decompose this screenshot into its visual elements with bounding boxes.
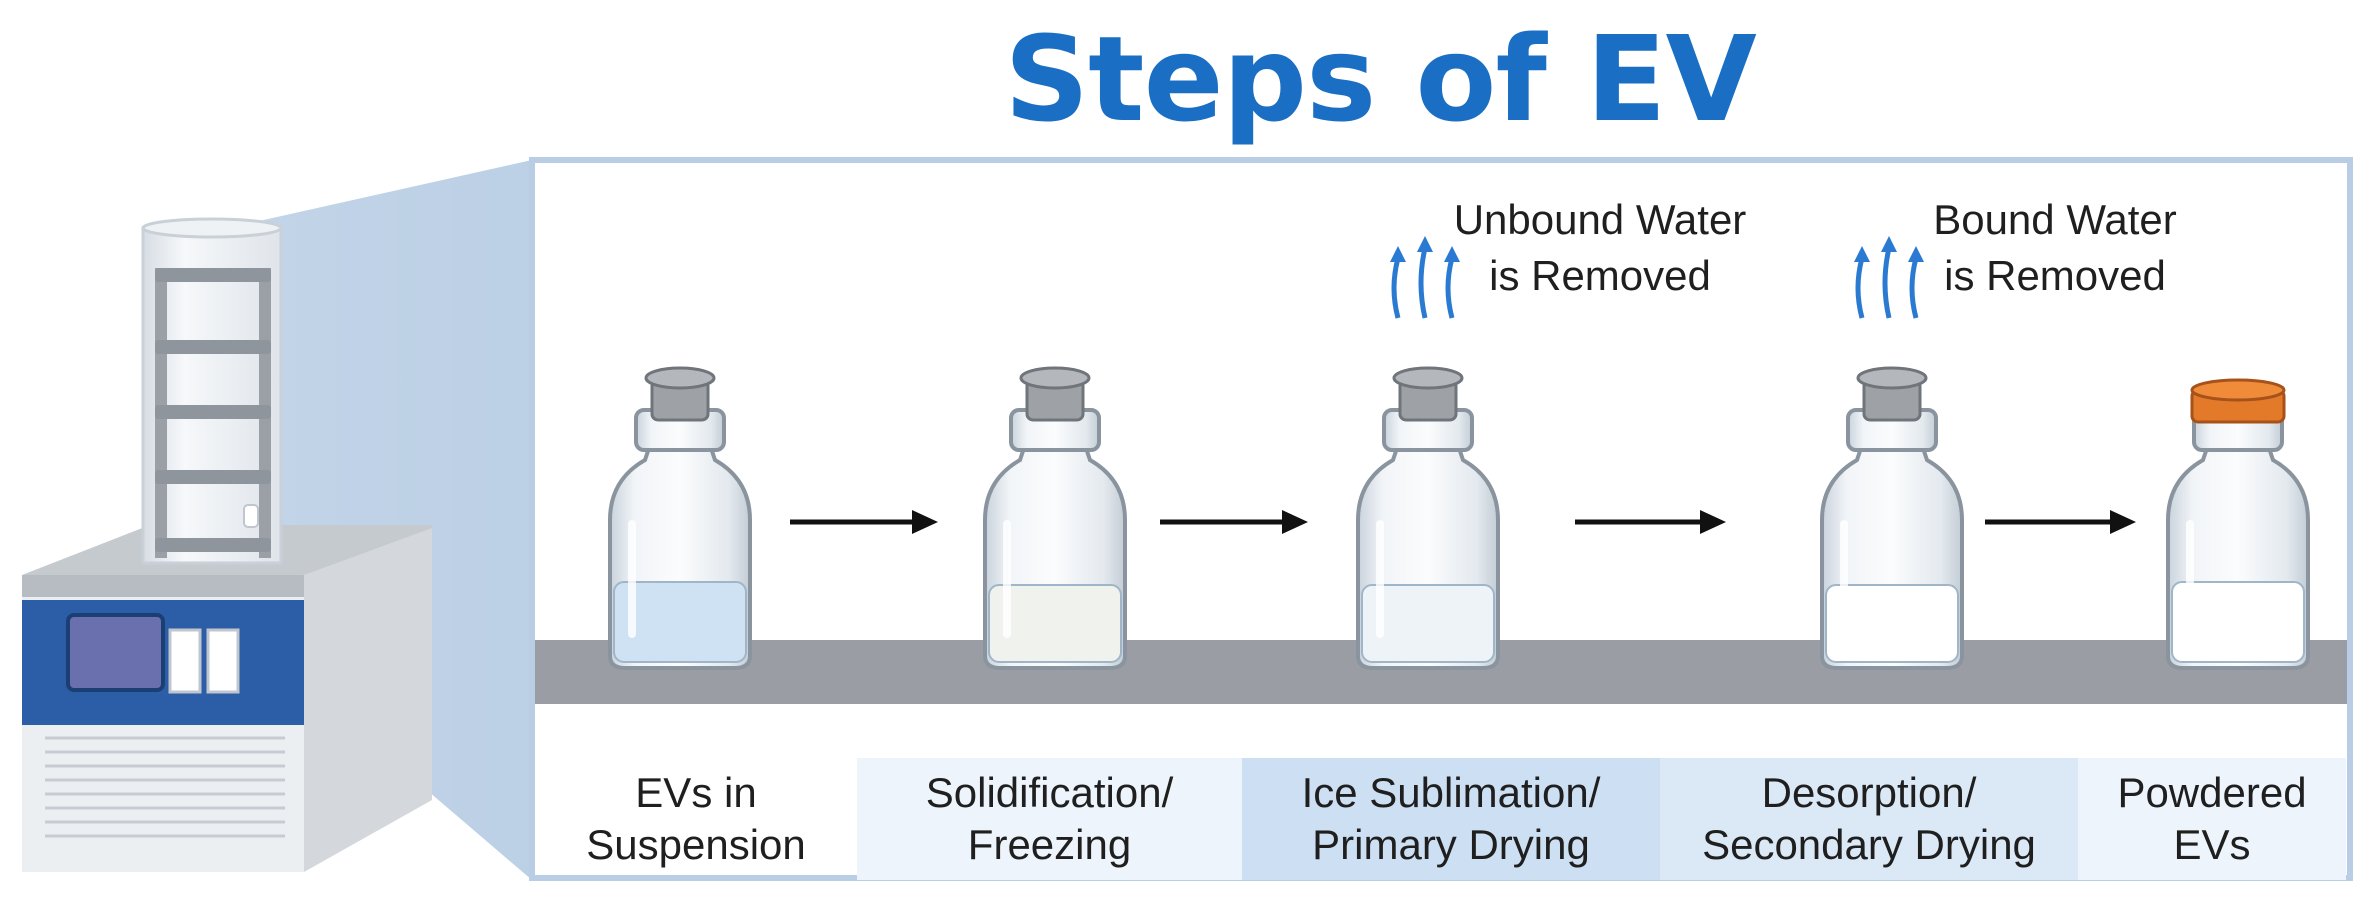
stage-bg-4 — [1660, 758, 2078, 880]
bound-water-note: Bound Water is Removed — [1910, 192, 2200, 304]
right-arrow-icon — [1575, 510, 1726, 534]
stage-label-1: EVs in Suspension — [535, 758, 857, 880]
stage-label-4: Desorption/ Secondary Drying — [1660, 758, 2078, 880]
stage-4-line2: Secondary Drying — [1702, 821, 2036, 868]
stage-1-line2: Suspension — [586, 821, 806, 868]
vial-icon — [608, 366, 752, 670]
stage-bg-2 — [857, 758, 1242, 880]
vial-icon — [1356, 366, 1500, 670]
bound-note-line2: is Removed — [1944, 252, 2166, 299]
stage-label-2: Solidification/ Freezing — [857, 758, 1242, 880]
stage-2-line2: Freezing — [967, 821, 1132, 868]
stage-1-line1: EVs in — [635, 769, 757, 816]
unbound-note-line2: is Removed — [1489, 252, 1711, 299]
vial-icon — [983, 366, 1127, 670]
right-arrow-icon — [790, 510, 938, 534]
vapor-arrows-icon — [1854, 236, 1924, 319]
right-arrow-icon — [1985, 510, 2136, 534]
vial-icon — [1820, 366, 1964, 670]
stage-5-line1: Powdered — [2117, 769, 2307, 816]
vapor-arrows-icon — [1390, 236, 1460, 319]
vial-icon — [2166, 378, 2310, 670]
stage-2-line1: Solidification/ — [925, 769, 1174, 816]
stage-4-line1: Desorption/ — [1761, 769, 1977, 816]
stage-3-line1: Ice Sublimation/ — [1301, 769, 1601, 816]
stage-3-line2: Primary Drying — [1312, 821, 1590, 868]
bound-note-line1: Bound Water — [1933, 196, 2177, 243]
stage-5-line2: EVs — [2173, 821, 2251, 868]
zoom-beam — [228, 160, 532, 880]
freeze-dryer-icon — [22, 217, 432, 872]
unbound-note-line1: Unbound Water — [1453, 196, 1747, 243]
stage-label-5: Powdered EVs — [2078, 758, 2346, 880]
stage-bg-3 — [1242, 758, 1660, 880]
stage-bg-5 — [2078, 758, 2346, 880]
right-arrow-icon — [1160, 510, 1308, 534]
stage-label-3: Ice Sublimation/ Primary Drying — [1242, 758, 1660, 880]
unbound-water-note: Unbound Water is Removed — [1440, 192, 1760, 304]
